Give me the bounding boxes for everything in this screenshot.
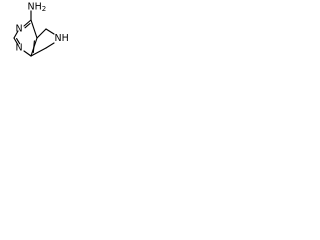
bond-c4-n3-double — [24, 22, 31, 29]
bond-c2-n1 — [13, 37, 19, 46]
bond-n1-c7a — [23, 50, 32, 57]
ring-n-bottom-label: N — [16, 43, 23, 54]
pyrroline-nh-label: NH — [55, 33, 69, 44]
structure-svg: NH2 N N NH — [13, 1, 69, 57]
bond-n6-c7 — [45, 42, 55, 49]
bond-c2-n1-double — [16, 38, 21, 45]
bond-c4a-c4 — [30, 19, 38, 39]
amine-nh-text: NH — [28, 1, 42, 12]
bond-n3-c2 — [13, 30, 19, 39]
amine-label: NH2 — [28, 1, 47, 13]
ring-n-top-label: N — [16, 24, 23, 35]
amine-subscript-text: 2 — [42, 5, 46, 13]
molecule-diagram: NH2 N N NH — [0, 0, 82, 70]
bond-c7a-c4a-double — [32, 40, 35, 54]
bond-c4a-c5 — [36, 28, 47, 39]
bond-c7-c7a — [30, 47, 47, 57]
bond-c5-n6 — [45, 28, 55, 35]
bond-c4-n3 — [23, 19, 32, 27]
